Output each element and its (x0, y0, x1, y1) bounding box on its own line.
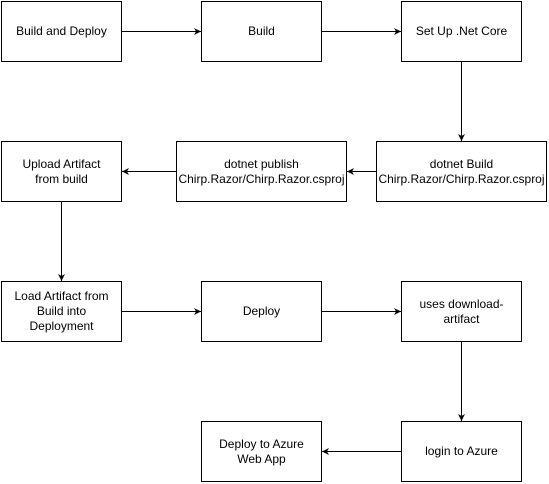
node-label: Load Artifact from Build into Deployment (14, 289, 109, 333)
node-label: uses download- artifact (419, 296, 504, 326)
node-label: dotnet Build Chirp.Razor/Chirp.Razor.csp… (378, 156, 545, 186)
node-download-artifact: uses download- artifact (401, 281, 522, 342)
node-build-and-deploy: Build and Deploy (1, 1, 122, 62)
node-label: Set Up .Net Core (415, 24, 508, 38)
node-label: Deploy to Azure Web App (219, 436, 304, 466)
node-deploy-azure: Deploy to Azure Web App (201, 421, 322, 482)
node-label: Build and Deploy (16, 24, 107, 38)
node-label: Upload Artifact from build (22, 156, 101, 186)
node-login-azure: login to Azure (401, 421, 522, 482)
node-dotnet-build: dotnet Build Chirp.Razor/Chirp.Razor.csp… (376, 141, 547, 202)
node-upload-artifact: Upload Artifact from build (1, 141, 122, 202)
node-deploy: Deploy (201, 281, 322, 342)
node-label: login to Azure (425, 444, 498, 458)
node-label: dotnet publish Chirp.Razor/Chirp.Razor.c… (178, 156, 345, 186)
node-label: Build (248, 24, 275, 38)
node-build: Build (201, 1, 322, 62)
node-label: Deploy (242, 304, 281, 318)
node-dotnet-publish: dotnet publish Chirp.Razor/Chirp.Razor.c… (176, 141, 347, 202)
node-load-artifact: Load Artifact from Build into Deployment (1, 281, 122, 342)
node-setup-net-core: Set Up .Net Core (401, 1, 522, 62)
